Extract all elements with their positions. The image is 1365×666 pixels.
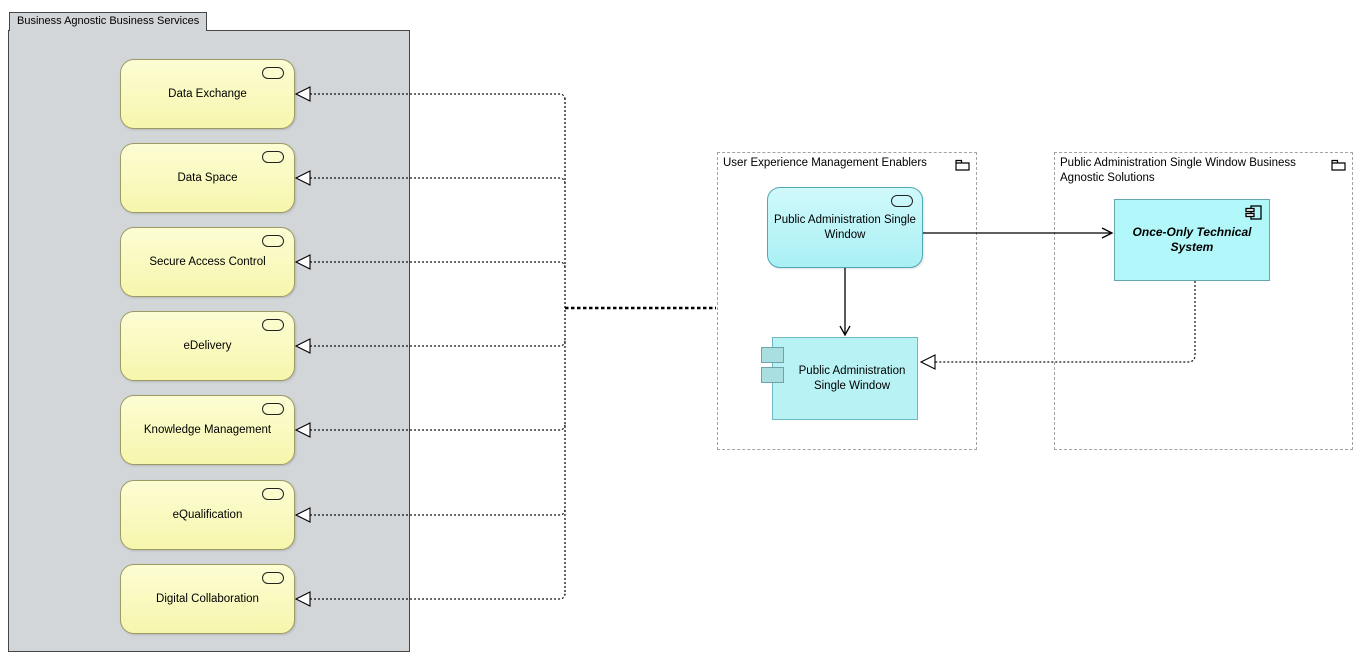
business-service-label: Data Space bbox=[177, 172, 238, 184]
business-service-edelivery[interactable]: eDelivery bbox=[120, 311, 295, 381]
business-service-badge-icon bbox=[262, 67, 284, 79]
business-service-label: Data Exchange bbox=[168, 88, 247, 100]
business-service-label: Knowledge Management bbox=[143, 424, 272, 436]
realization-trunk-connector[interactable] bbox=[564, 98, 716, 595]
business-service-badge-icon bbox=[262, 319, 284, 331]
application-service-public-administration-single-window[interactable]: Public Administration Single Window bbox=[767, 187, 923, 268]
business-service-label: eQualification bbox=[172, 509, 243, 521]
business-service-secure-access-control[interactable]: Secure Access Control bbox=[120, 227, 295, 297]
business-service-knowledge-management[interactable]: Knowledge Management bbox=[120, 395, 295, 465]
business-service-label: Secure Access Control bbox=[149, 256, 266, 268]
business-service-label: Digital Collaboration bbox=[156, 593, 259, 605]
business-services-container-tab[interactable]: Business Agnostic Business Services bbox=[9, 12, 208, 31]
application-component-public-administration-single-window[interactable]: Public Administration Single Window bbox=[761, 337, 918, 420]
business-service-badge-icon bbox=[262, 151, 284, 163]
application-service-label: Public Administration Single Window bbox=[774, 213, 916, 241]
business-service-badge-icon bbox=[262, 488, 284, 500]
component-port-icon bbox=[761, 367, 784, 383]
business-service-label: eDelivery bbox=[183, 340, 232, 352]
business-service-digital-collaboration[interactable]: Digital Collaboration bbox=[120, 564, 295, 634]
application-component-label: Public Administration Single Window bbox=[798, 364, 906, 392]
grouping-title: User Experience Management Enablers bbox=[723, 157, 927, 169]
application-service-badge-icon bbox=[891, 195, 913, 207]
business-service-equalification[interactable]: eQualification bbox=[120, 480, 295, 550]
once-only-technical-system-label: Once-Only Technical System bbox=[1132, 225, 1252, 254]
business-services-container-title: Business Agnostic Business Services bbox=[17, 15, 200, 27]
grouping-pasw-business-agnostic-solutions[interactable]: Public Administration Single Window Busi… bbox=[1054, 152, 1353, 450]
component-port-icon bbox=[761, 347, 784, 363]
grouping-title: Public Administration Single Window Busi… bbox=[1060, 157, 1296, 184]
folder-icon bbox=[955, 159, 970, 171]
component-icon bbox=[1245, 205, 1262, 220]
business-service-data-space[interactable]: Data Space bbox=[120, 143, 295, 213]
folder-icon bbox=[1331, 159, 1346, 171]
business-service-badge-icon bbox=[262, 235, 284, 247]
business-service-badge-icon bbox=[262, 572, 284, 584]
application-component-once-only-technical-system[interactable]: Once-Only Technical System bbox=[1114, 199, 1270, 281]
business-service-data-exchange[interactable]: Data Exchange bbox=[120, 59, 295, 129]
business-service-badge-icon bbox=[262, 403, 284, 415]
